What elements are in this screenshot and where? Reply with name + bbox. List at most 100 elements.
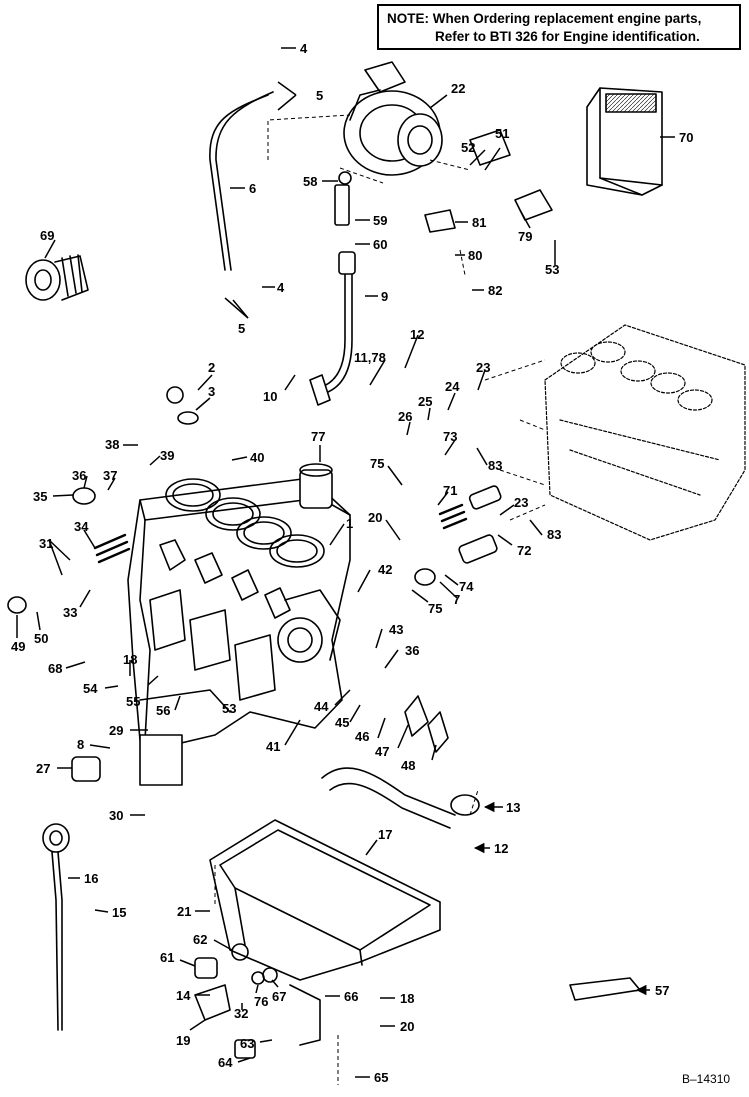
engine-block [127,477,351,749]
callout-label: 76 [254,994,268,1009]
callout-label: 38 [105,437,119,452]
engine-block-reference [544,324,746,541]
drive-gear [25,254,89,301]
callout-label: 3 [208,384,215,399]
callout-label: 36 [405,643,419,658]
callout-label: 80 [468,248,482,263]
figure-id: B–14310 [682,1072,731,1086]
callout-label: 29 [109,723,123,738]
callout-label: 15 [112,905,126,920]
filter-element [299,469,333,509]
callout-label: 62 [193,932,207,947]
callout-label: 48 [401,758,415,773]
callout-label: 5 [316,88,323,103]
callout-label: 12 [494,841,508,856]
callout-label: 8 [77,737,84,752]
callout-label: 50 [34,631,48,646]
callout-label: 25 [418,394,432,409]
callout-label: 74 [459,579,474,594]
callout-label: 24 [445,379,460,394]
callout-label: 14 [176,988,191,1003]
callout-label: 71 [443,483,457,498]
oil-return-pipe [317,261,346,389]
callout-label: 40 [250,450,264,465]
callout-label: 45 [335,715,349,730]
callout-label: 69 [40,228,54,243]
callout-label: 32 [234,1006,248,1021]
note-line-1: When Ordering replacement engine parts, [432,11,702,26]
note-line-2: Refer to BTI 326 for Engine identificati… [435,29,700,44]
callout-label: 22 [451,81,465,96]
callout-label: 72 [517,543,531,558]
callout-label: 9 [381,289,388,304]
callout-label: 41 [266,739,280,754]
callout-label: 31 [39,536,53,551]
callout-label: 44 [314,699,329,714]
callout-label: 75 [428,601,442,616]
callout-label: 33 [63,605,77,620]
callout-label: 43 [389,622,403,637]
oil-pickup-tube [321,767,456,816]
callout-label: 1 [346,516,353,531]
callout-label: 51 [495,126,509,141]
callout-label: 52 [461,140,475,155]
oil-pan [209,819,441,981]
callout-label: 63 [240,1036,254,1051]
callout-label: 67 [272,989,286,1004]
callout-label: 83 [547,527,561,542]
callout-label: 17 [378,827,392,842]
callout-label: 61 [160,950,174,965]
callout-label: 21 [177,904,191,919]
service-box [586,87,663,196]
callout-label: 4 [300,41,308,56]
callout-label: 23 [514,495,528,510]
callout-label: 11,78 [354,350,386,365]
callout-label: 20 [368,510,382,525]
callout-label: 65 [374,1070,388,1085]
callout-label: 26 [398,409,412,424]
callout-label: 55 [126,694,140,709]
callout-label: 39 [160,448,174,463]
callout-label: 46 [355,729,369,744]
callout-label: 20 [400,1019,414,1034]
callout-label: 49 [11,639,25,654]
callout-label: 73 [443,429,457,444]
callout-label: 77 [311,429,325,444]
callout-label: 66 [344,989,358,1004]
note-heading: NOTE: [387,11,429,26]
callout-label: 16 [84,871,98,886]
callout-label: 5 [238,321,245,336]
callout-label: 27 [36,761,50,776]
callout-label: 12 [410,327,424,342]
callout-label: 42 [378,562,392,577]
callout-label: 18 [123,652,137,667]
callout-label: 53 [545,262,559,277]
callout-label: 13 [506,800,520,815]
callout-labels: 4 5 6 4 5 22 52 51 70 58 59 60 81 79 53 … [11,41,693,1085]
callout-label: 6 [249,181,256,196]
callout-label: 34 [74,519,89,534]
callout-label: 47 [375,744,389,759]
callout-label: 18 [400,991,414,1006]
callout-label: 37 [103,468,117,483]
turbocharger [343,61,443,176]
ordering-note: NOTE: When Ordering replacement engine p… [377,4,741,50]
dipstick [42,823,70,1031]
callout-label: 75 [370,456,384,471]
callout-label: 59 [373,213,387,228]
callout-label: 56 [156,703,170,718]
callout-label: 7 [453,592,460,607]
callout-label: 81 [472,215,486,230]
callout-label: 19 [176,1033,190,1048]
callout-label: 10 [263,389,277,404]
callout-label: 30 [109,808,123,823]
callout-label: 82 [488,283,502,298]
callout-label: 53 [222,701,236,716]
callout-label: 2 [208,360,215,375]
callout-label: 58 [303,174,317,189]
callout-label: 70 [679,130,693,145]
callout-label: 54 [83,681,98,696]
callout-label: 83 [488,458,502,473]
